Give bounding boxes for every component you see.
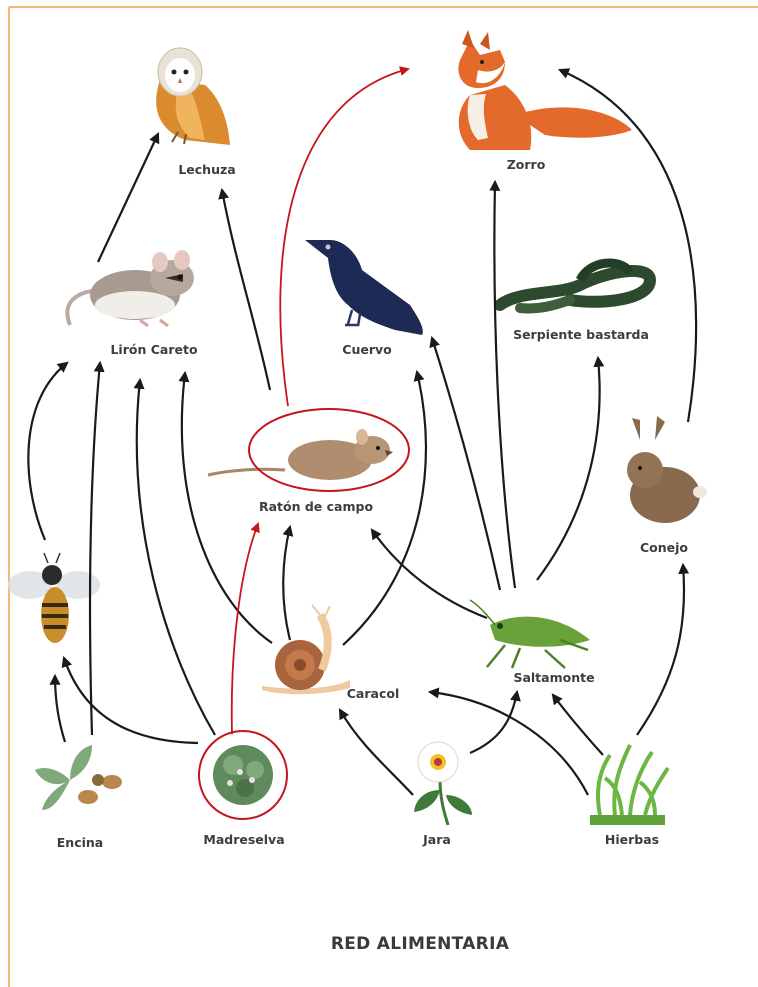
- hierbas-illustration: [590, 745, 668, 825]
- arrow-hierbas-to-saltamonte: [553, 695, 603, 755]
- raton-illustration: [208, 429, 393, 480]
- label-raton: Ratón de campo: [259, 499, 373, 514]
- label-hierbas: Hierbas: [605, 832, 659, 847]
- label-jara: Jara: [423, 832, 451, 847]
- madreselva-illustration: [213, 745, 273, 805]
- caracol-illustration: [262, 605, 350, 694]
- arrow-saltamonte-to-raton: [372, 530, 487, 618]
- label-madreselva: Madreselva: [203, 832, 284, 847]
- zorro-illustration: [458, 30, 632, 150]
- arrow-saltamonte-to-cuervo: [432, 338, 500, 590]
- lechuza-illustration: [156, 48, 230, 145]
- liron-illustration: [67, 250, 194, 326]
- arrow-raton-to-lechuza: [222, 190, 270, 390]
- cuervo-illustration: [305, 240, 423, 335]
- diagram-title: RED ALIMENTARIA: [331, 934, 509, 954]
- encina-illustration: [35, 745, 122, 810]
- arrow-saltamonte-to-zorro: [494, 182, 515, 588]
- arrow-saltamonte-to-serpiente: [537, 358, 600, 580]
- label-zorro: Zorro: [507, 157, 546, 172]
- label-saltamonte: Saltamonte: [513, 670, 594, 685]
- saltamonte-illustration: [470, 600, 590, 668]
- arrow-madreselva-to-abeja: [64, 658, 198, 743]
- arrow-madreselva-to-liron: [137, 380, 215, 735]
- label-cuervo: Cuervo: [342, 342, 391, 357]
- arrow-liron-to-lechuza: [98, 134, 158, 262]
- arrow-hierbas-to-caracol: [430, 692, 588, 795]
- label-caracol: Caracol: [347, 686, 400, 701]
- arrow-encina-to-abeja: [55, 676, 65, 742]
- jara-illustration: [414, 742, 472, 825]
- label-encina: Encina: [57, 835, 103, 850]
- abeja-illustration: [8, 553, 100, 643]
- label-lechuza: Lechuza: [178, 162, 235, 177]
- arrow-abeja-to-liron: [28, 363, 67, 540]
- arrow-jara-to-caracol: [340, 710, 413, 795]
- label-conejo: Conejo: [640, 540, 688, 555]
- label-liron: Lirón Careto: [110, 342, 197, 357]
- arrow-encina-to-liron: [90, 363, 100, 735]
- conejo-illustration: [627, 416, 707, 523]
- arrow-jara-to-saltamonte: [470, 692, 517, 753]
- arrow-hierbas-to-conejo: [637, 565, 684, 735]
- label-serpiente: Serpiente bastarda: [513, 327, 649, 342]
- serpiente-illustration: [500, 263, 650, 308]
- arrow-caracol-to-raton: [283, 527, 290, 640]
